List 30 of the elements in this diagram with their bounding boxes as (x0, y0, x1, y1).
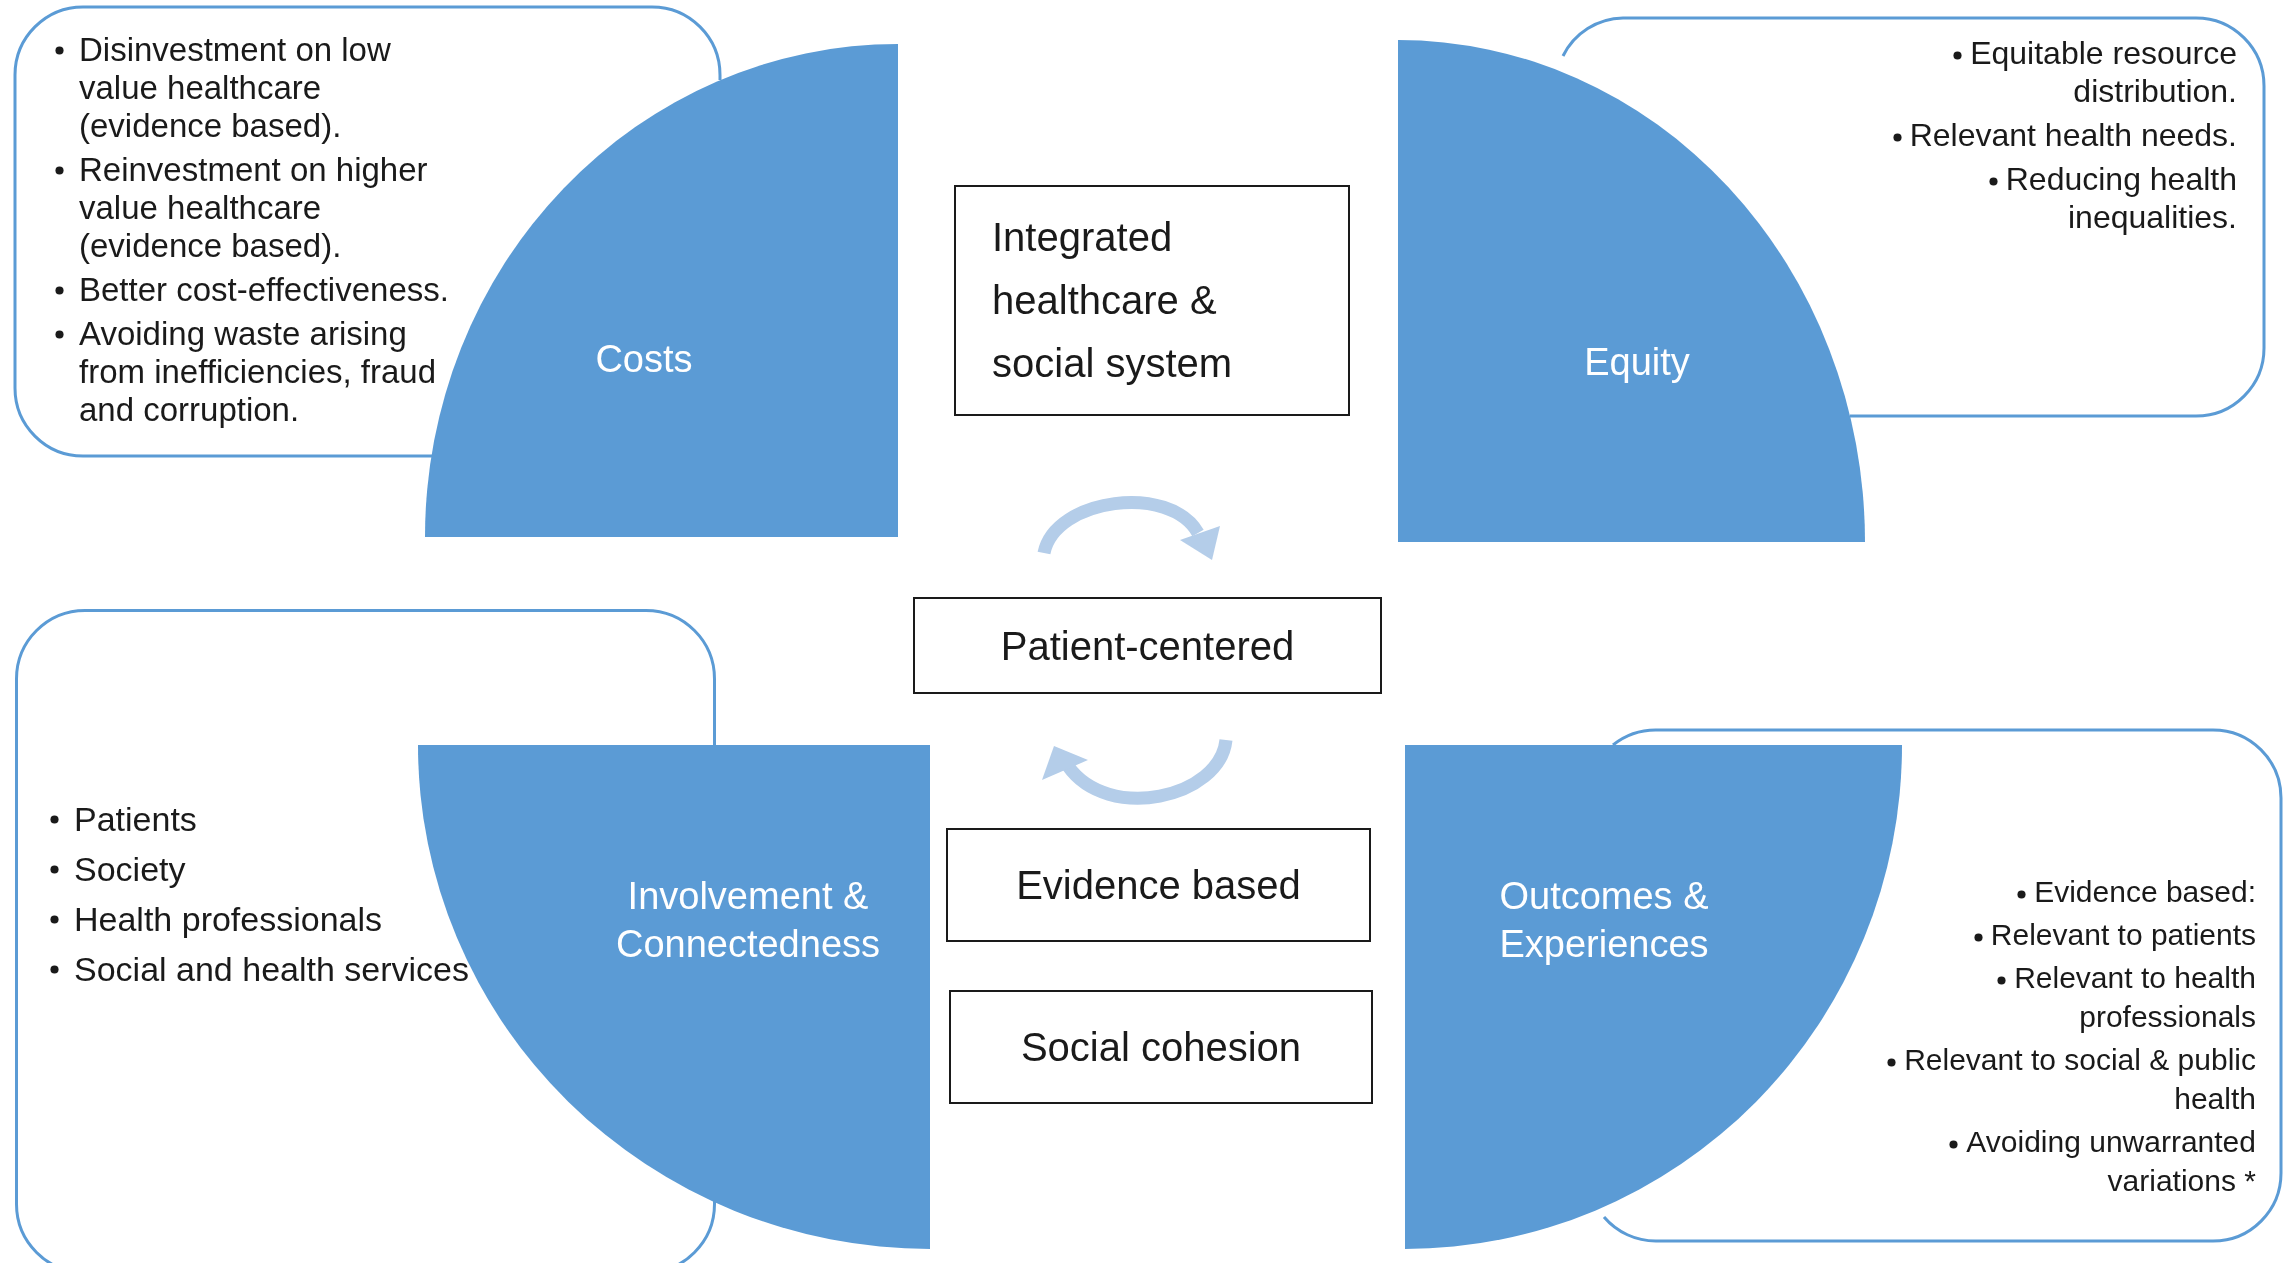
box-label: Patient-centered (1000, 622, 1295, 670)
bullet-text: Avoiding waste arising from inefficiencies, fraud and corruption. (79, 315, 437, 428)
box-label: Evidence based (1016, 862, 1301, 909)
segment-label: Involvement & Connectedness (614, 874, 882, 967)
bullet-text: Society (74, 850, 186, 888)
box-label: Integrated healthcare & social system (992, 214, 1234, 387)
text-box (946, 828, 1371, 942)
quarter-circle-segment (1398, 40, 1865, 542)
bullet-text: Patients (74, 800, 197, 838)
bullet-text: Reinvestment on higher value healthcare (evidence based). (79, 151, 428, 264)
segment-label: Costs (594, 337, 694, 382)
bullet-text: Relevant to health professionals (2014, 961, 2256, 1033)
segment-label: Equity (1583, 340, 1691, 385)
text-box (949, 990, 1373, 1104)
box-label: Social cohesion (1020, 1024, 1302, 1071)
bullet-text: Relevant to patients (1990, 918, 2256, 951)
text-box (954, 185, 1350, 416)
segment-label: Outcomes & Experiences (1498, 874, 1710, 967)
bullet-text: Evidence based: (2034, 875, 2256, 908)
quarter-circle-segment (1405, 745, 1902, 1249)
bullet-text: Disinvestment on low value healthcare (evidence based). (79, 31, 391, 144)
bullet-text: Relevant to social & public health (1904, 1043, 2256, 1115)
bullet-text: Better cost-effectiveness. (79, 271, 449, 308)
bullet-text: Social and health services (74, 950, 469, 988)
bullet-text: Equitable resource distribution. (1970, 35, 2237, 109)
bullet-text: Relevant health needs. (1909, 117, 2237, 153)
bullet-text: Health professionals (74, 900, 383, 938)
bullet-text: Avoiding unwarranted variations * (1966, 1125, 2256, 1197)
bullet-text: Reducing health inequalities. (2005, 161, 2237, 235)
text-box (913, 597, 1382, 694)
